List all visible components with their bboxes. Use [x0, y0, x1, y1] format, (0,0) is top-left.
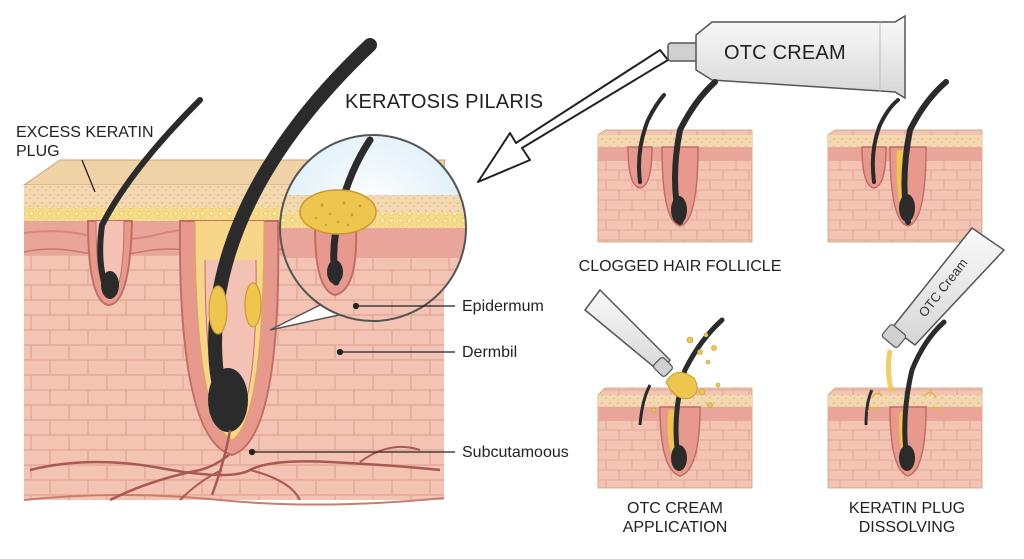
panel-caption: CLOGGED HAIR FOLLICLE [578, 258, 782, 275]
zoom-inset [269, 134, 467, 331]
panel-caption: KERATIN PLUG DISSOLVING [848, 500, 966, 537]
panel-clogged-2 [827, 79, 983, 243]
diagram-title: KERATOSIS PILARIS [345, 91, 544, 113]
panel-caption: OTC CREAM APPLICATION [622, 500, 728, 537]
arrow-icon [477, 49, 669, 183]
dermis-label: Dermbil [462, 344, 518, 361]
panel-application [583, 288, 753, 489]
epidermis-label: Epidermum [462, 298, 544, 315]
keratin-plug-label: EXCESS KERATIN PLUG [16, 124, 154, 161]
tube-label: OTC CREAM [724, 42, 846, 64]
panel-clogged [597, 79, 753, 243]
subcutaneous-label: Subcutamoous [462, 444, 569, 461]
leader-lines [81, 159, 455, 456]
panel-dissolving [827, 319, 983, 489]
small-cream-tube-icon: OTC Cream [881, 226, 1006, 348]
cream-tube-icon [667, 14, 906, 100]
